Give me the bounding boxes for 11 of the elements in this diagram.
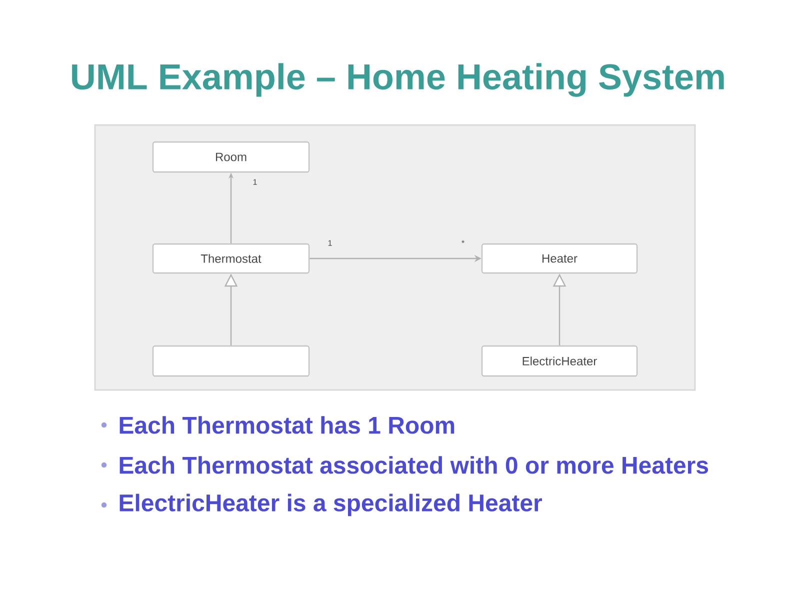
multiplicity-label: 1 [328,240,332,246]
class-box: Thermostat [152,243,310,274]
bullet-text: ElectricHeater is a specialized Heater [120,494,542,516]
multiplicity-label: * [462,240,464,244]
class-box: Room [152,141,310,173]
slide-title: UML Example – Home Heating System [72,63,724,97]
class-box: Heater [481,243,638,274]
bullet-text: Each Thermostat associated with 0 or more Heaters [120,456,708,474]
bullet-text: Each Thermostat has 1 Room [120,416,454,434]
class-box: ElectricHeater [481,345,638,377]
class-box [152,345,310,377]
